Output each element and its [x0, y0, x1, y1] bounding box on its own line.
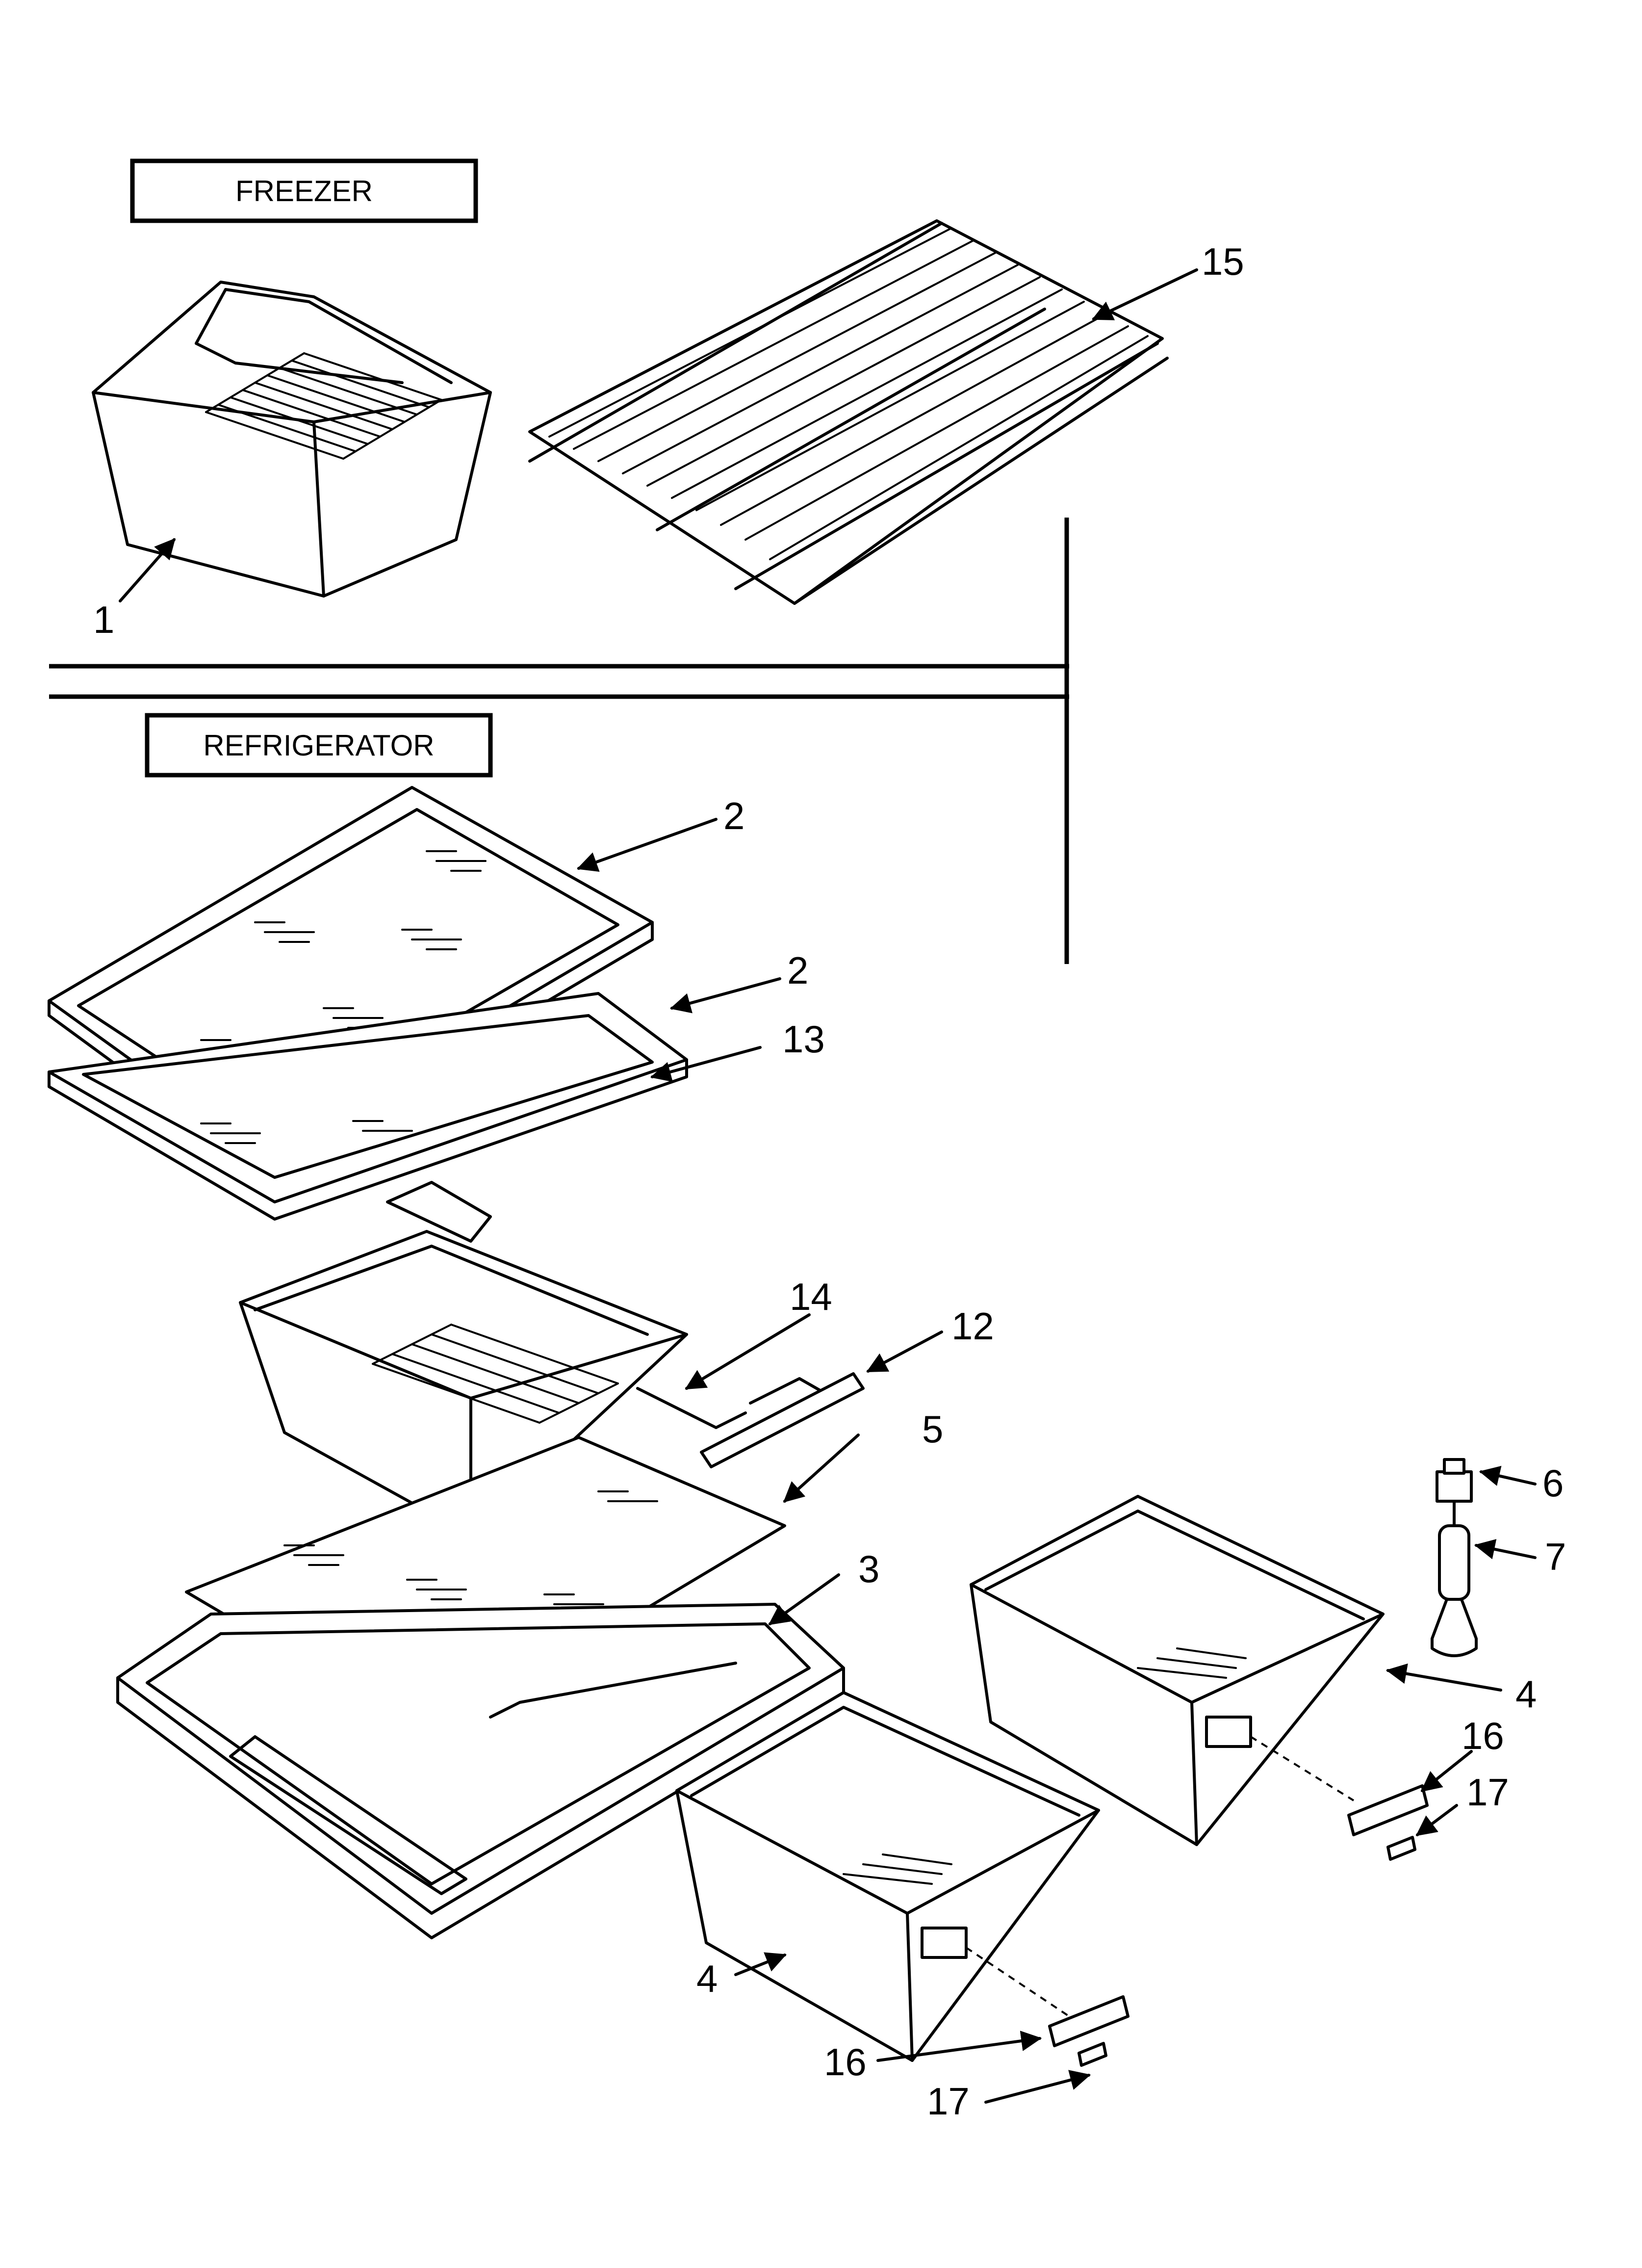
callout-1: 1	[93, 598, 114, 641]
callout-3: 3	[858, 1547, 879, 1590]
humidity-control-knob	[1436, 1458, 1473, 1527]
callout-2-upper: 2	[723, 794, 744, 837]
freezer-wire-shelf	[528, 219, 1169, 605]
callout-leaders	[119, 268, 1537, 2104]
callout-13: 13	[782, 1017, 825, 1061]
callout-17-lower: 17	[927, 2080, 970, 2123]
callout-12: 12	[951, 1304, 994, 1348]
callout-4-right: 4	[1515, 1672, 1537, 1716]
callout-14: 14	[790, 1275, 832, 1318]
svg-text:REFRIGERATOR: REFRIGERATOR	[203, 729, 434, 762]
callout-15: 15	[1202, 240, 1244, 283]
callout-17-right: 17	[1466, 1771, 1509, 1814]
drawer-label-lower	[1048, 1995, 1129, 2067]
callout-5: 5	[922, 1408, 943, 1451]
drawer-label-right	[1347, 1784, 1429, 1861]
section-divider	[49, 518, 1069, 964]
refrigerator-section-label: REFRIGERATOR	[145, 713, 493, 778]
crisper-drawer-right	[970, 1495, 1385, 1846]
freezer-section-label: FREEZER	[130, 158, 478, 223]
callout-6: 6	[1542, 1461, 1564, 1505]
callout-16-right: 16	[1462, 1714, 1504, 1757]
drawer-rail	[700, 1372, 865, 1468]
callout-7: 7	[1545, 1535, 1566, 1578]
crisper-cover-frame	[116, 1603, 845, 1939]
deli-drawer	[239, 1230, 688, 1537]
callout-2-lower: 2	[787, 949, 808, 992]
svg-text:FREEZER: FREEZER	[235, 175, 373, 208]
humidity-control-slide	[1431, 1524, 1478, 1657]
callout-4-lower: 4	[696, 1957, 718, 2000]
freezer-basket	[92, 281, 492, 598]
callout-16-lower: 16	[824, 2040, 867, 2084]
